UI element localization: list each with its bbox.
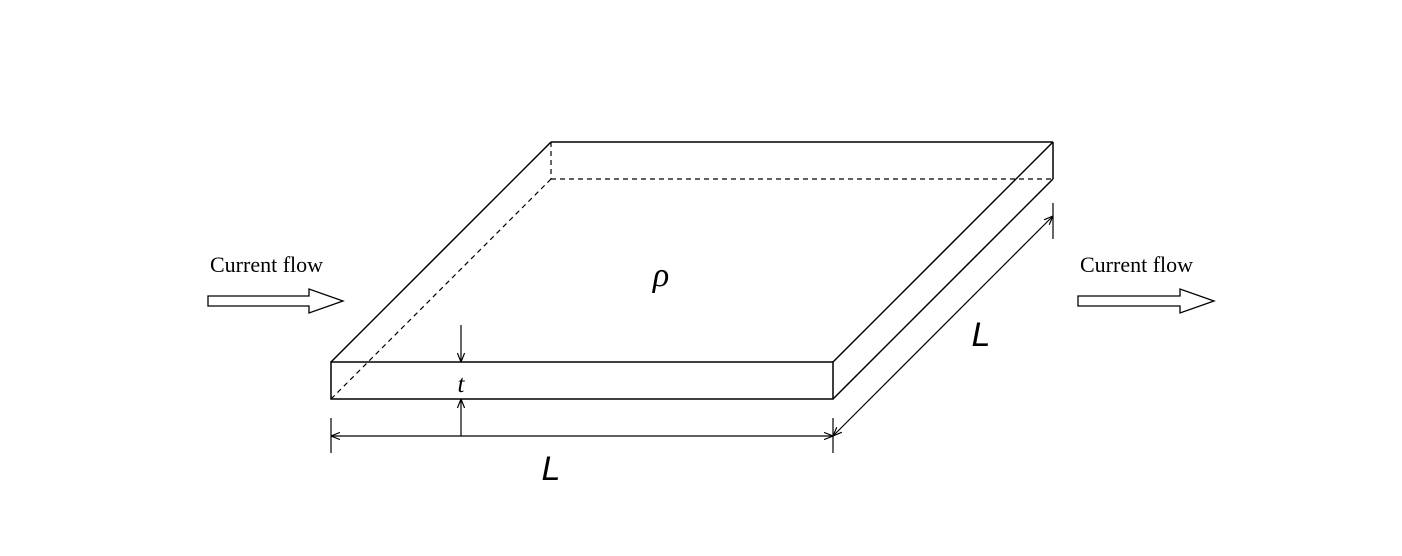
current-flow-in: Current flow xyxy=(207,252,345,314)
current-flow-in-label: Current flow xyxy=(210,252,323,277)
current-flow-out-label: Current flow xyxy=(1080,252,1193,277)
current-flow-in-arrow-icon xyxy=(207,288,345,314)
resistivity-label: ρ xyxy=(652,257,669,294)
top-right-edge xyxy=(832,141,1054,363)
current-flow-out: Current flow xyxy=(1077,252,1216,314)
slab xyxy=(330,141,1054,400)
thickness-dimension: t xyxy=(458,325,466,436)
right-bottom-edge xyxy=(832,178,1054,400)
current-flow-out-arrow-icon xyxy=(1077,288,1216,314)
thickness-label: t xyxy=(458,371,466,398)
side-length-label: L xyxy=(972,316,991,354)
hidden-left-bottom-edge xyxy=(330,178,552,400)
side-length-dimension: L xyxy=(833,203,1053,436)
front-length-dimension: L xyxy=(330,418,834,488)
side-length-arrow xyxy=(833,216,1053,436)
top-left-edge xyxy=(330,141,552,363)
front-length-label: L xyxy=(542,450,561,488)
front-face xyxy=(330,361,834,400)
